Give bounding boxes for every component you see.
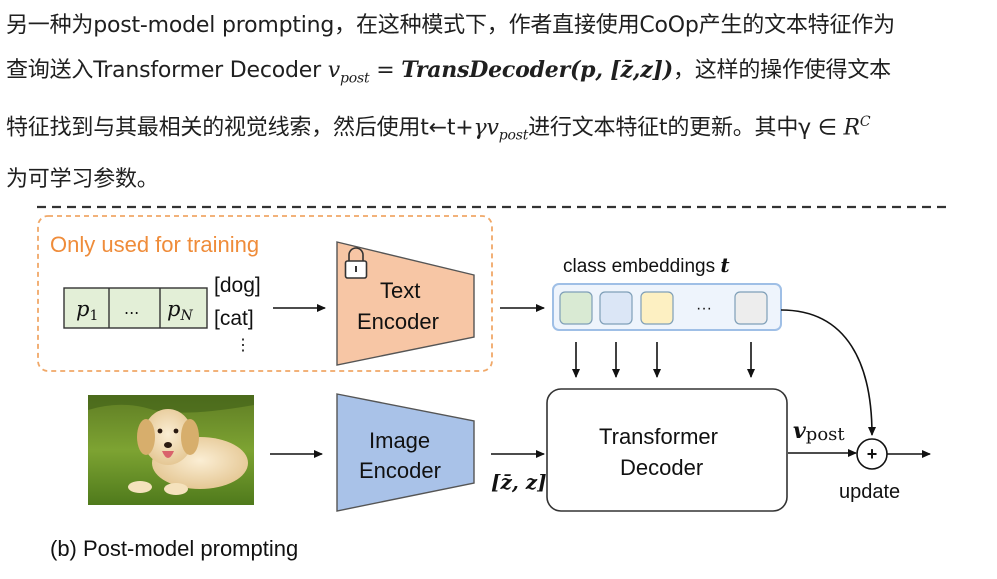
- embedding-slot-2: [599, 291, 633, 325]
- zbar-z-label: [z̄, z]: [491, 470, 547, 494]
- line4-text: 为可学习参数。: [6, 167, 159, 193]
- image-encoder-line2: Encoder: [359, 458, 441, 483]
- class-embeddings: ···: [552, 283, 782, 331]
- class-embeddings-label: class embeddings t: [563, 253, 730, 277]
- text-encoder-line2: Encoder: [357, 309, 439, 334]
- update-label: update: [839, 481, 900, 503]
- figure-caption: (b) Post-model prompting: [50, 536, 298, 561]
- formula-v-sub: post: [340, 70, 370, 87]
- paragraph-line-3: 特征找到与其最相关的视觉线索，然后使用t←t+γvpost进行文本特征t的更新。…: [6, 100, 991, 158]
- post-model-prompting-figure: Only used for training p1 ... pN [dog] […: [0, 195, 997, 579]
- embedding-slot-3: [640, 291, 674, 325]
- formula-v: v: [327, 58, 341, 83]
- plus-symbol: +: [867, 444, 878, 464]
- decoder-line2: Decoder: [620, 455, 703, 480]
- rc-sup: C: [859, 114, 871, 131]
- lock-icon: [344, 247, 368, 279]
- line1-text: 另一种为post-model prompting，在这种模式下，作者直接使用Co…: [6, 13, 895, 38]
- formula-eq: =: [369, 58, 402, 83]
- image-encoder: Image Encoder: [336, 393, 475, 512]
- vpost-label: vpost: [793, 418, 845, 445]
- paragraph-line-4: 为可学习参数。: [6, 158, 991, 202]
- embedding-dots: ···: [696, 300, 712, 317]
- update-plus-node: +: [856, 438, 888, 470]
- gamma-v: γv: [473, 115, 499, 141]
- formula-args: (p, [z̄,z]): [569, 57, 673, 83]
- paragraph-line-1: 另一种为post-model prompting，在这种模式下，作者直接使用Co…: [6, 4, 991, 48]
- image-encoder-line1: Image: [369, 428, 430, 453]
- text-encoder-line1: Text: [380, 278, 420, 303]
- arrow-embeddings-to-plus: [780, 309, 876, 436]
- line2-text-a: 查询送入Transformer Decoder: [6, 58, 328, 83]
- class-label-vdots: ⋮: [235, 337, 251, 354]
- gamma-v-sub: post: [498, 128, 529, 145]
- formula-transdecoder: TransDecoder: [401, 57, 570, 83]
- training-only-label: Only used for training: [50, 232, 259, 257]
- text-encoder: Text Encoder: [336, 241, 475, 366]
- figure-svg: Only used for training p1 ... pN [dog] […: [37, 205, 952, 561]
- paragraph-line-2: 查询送入Transformer Decoder vpost = TransDec…: [6, 48, 991, 100]
- prompt-p1: p1: [76, 297, 98, 324]
- decoder-line1: Transformer: [599, 424, 718, 449]
- line3-text-b: 进行文本特征t的更新。其中γ ∈: [528, 115, 844, 141]
- embedding-slot-1: [559, 291, 593, 325]
- line2-text-b: ，这样的操作使得文本: [672, 58, 891, 83]
- body-paragraph: 另一种为post-model prompting，在这种模式下，作者直接使用Co…: [6, 4, 991, 202]
- prompt-dots: ...: [124, 299, 139, 318]
- class-label-cat: [cat]: [214, 307, 254, 330]
- training-only-box: [37, 215, 493, 372]
- transformer-decoder: Transformer Decoder: [546, 388, 788, 512]
- embedding-slot-n: [734, 291, 768, 325]
- class-label-dog: [dog]: [214, 274, 261, 297]
- dog-image: [88, 395, 254, 505]
- prompt-vector: p1 ... pN: [63, 287, 208, 329]
- rc-base: R: [843, 115, 861, 141]
- line3-text-a: 特征找到与其最相关的视觉线索，然后使用t←t+: [6, 115, 474, 141]
- prompt-pn: pN: [167, 297, 193, 324]
